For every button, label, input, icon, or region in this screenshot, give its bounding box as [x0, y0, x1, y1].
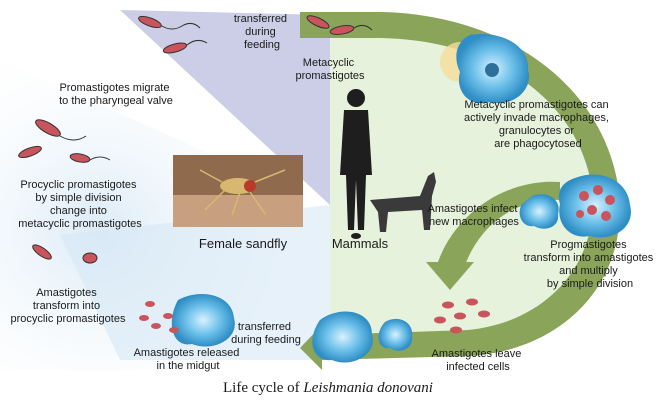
label-invade-4: are phagocytosed: [494, 138, 581, 150]
label-migrate-2: to the pharyngeal valve: [59, 95, 173, 107]
macrophage-bottom-left: [312, 311, 373, 363]
label-amas-transform-2: transform into: [33, 300, 100, 312]
svg-text:transferred during feeding: transferred during feeding: [231, 321, 301, 346]
svg-text:Progmastigotes transform i: Progmastigotes transform into amastigote…: [524, 239, 656, 290]
label-released-1: Amastigotes released: [134, 347, 240, 359]
label-amas-transform-3: procyclic promastigotes: [11, 313, 126, 325]
label-invade-3: granulocytes or: [499, 125, 575, 137]
label-mammals: Mammals: [332, 236, 389, 251]
human-silhouette: [340, 89, 372, 230]
label-transferred-top-3: feeding: [244, 39, 280, 51]
label-female-sandfly: Female sandfly: [199, 236, 288, 251]
svg-text:Amastigotes infect new mac: Amastigotes infect new macrophages: [428, 203, 521, 228]
caption-species: Leishmania donovani: [303, 380, 433, 396]
label-metacyclic-2: promastigotes: [295, 70, 365, 82]
label-infect-1: Amastigotes infect: [428, 203, 518, 215]
label-infect-2: new macrophages: [429, 216, 519, 228]
figure-caption: Life cycle of Leishmania donovani: [0, 380, 656, 397]
label-invade-2: actively invade macrophages,: [464, 112, 609, 124]
macrophage-top: [440, 34, 530, 104]
label-invade-1: Metacyclic promastigotes can: [464, 99, 608, 111]
svg-text:Promastigotes migrate to t: Promastigotes migrate to the pharyngeal …: [59, 82, 173, 107]
caption-prefix: Life cycle of: [223, 380, 304, 396]
macrophage-right: [558, 174, 631, 238]
macrophage-bottom-mid: [378, 318, 413, 351]
label-prog-1: Progmastigotes: [550, 239, 627, 251]
label-released-2: in the midgut: [157, 360, 220, 372]
label-procyclic-2: by simple division: [35, 192, 121, 204]
svg-text:Procyclic promastigotes by: Procyclic promastigotes by simple divisi…: [18, 179, 142, 230]
label-transferred-top-2: during: [245, 26, 276, 38]
label-procyclic-3: change into: [50, 205, 107, 217]
label-amas-transform-1: Amastigotes: [36, 287, 97, 299]
label-migrate-1: Promastigotes migrate: [59, 82, 169, 94]
promastigotes-amastigote-transform: [32, 244, 98, 264]
amastigote-cluster-bottom: [434, 298, 490, 334]
macrophage-midgut: [171, 294, 235, 347]
amastigote-cluster-midgut: [139, 301, 179, 333]
label-procyclic-4: metacyclic promastigotes: [18, 218, 142, 230]
macrophage-middle: [519, 194, 559, 229]
svg-text:Amastigotes leave infected: Amastigotes leave infected cells: [432, 348, 525, 373]
label-prog-3: and multiply: [559, 265, 618, 277]
dog-silhouette: [370, 172, 436, 232]
label-leave-2: infected cells: [446, 361, 510, 373]
arc-arrow-inner: [426, 262, 474, 290]
label-prog-2: transform into amastigotes: [524, 252, 654, 264]
label-transferred-bottom-1: transferred: [238, 321, 291, 333]
promastigotes-procyclic: [18, 119, 111, 163]
promastigotes-metacyclic: [306, 15, 373, 35]
label-leave-1: Amastigotes leave: [432, 348, 522, 360]
mouse-silhouette: [351, 233, 361, 239]
transfer-wedge-bottom: [60, 205, 330, 360]
svg-text:Metacyclic promastigotes: Metacyclic promastigotes: [295, 57, 365, 82]
promastigotes-top: [138, 15, 208, 54]
mammal-field: [330, 15, 617, 350]
svg-text:Metacyclic promastigotes can: Metacyclic promastigotes can actively in…: [464, 99, 612, 150]
label-transferred-bottom-2: during feeding: [231, 334, 301, 346]
svg-text:transferred during fee: transferred during feeding: [234, 13, 290, 51]
label-transferred-top-1: transferred: [234, 13, 287, 25]
label-procyclic-1: Procyclic promastigotes: [20, 179, 137, 191]
label-metacyclic-1: Metacyclic: [303, 57, 355, 69]
svg-text:Amastigotes released in th: Amastigotes released in the midgut: [134, 347, 243, 372]
label-prog-4: by simple division: [547, 278, 633, 290]
sandfly-photo: [173, 155, 303, 227]
svg-text:Amastigotes transform into: Amastigotes transform into procyclic pro…: [11, 287, 126, 325]
